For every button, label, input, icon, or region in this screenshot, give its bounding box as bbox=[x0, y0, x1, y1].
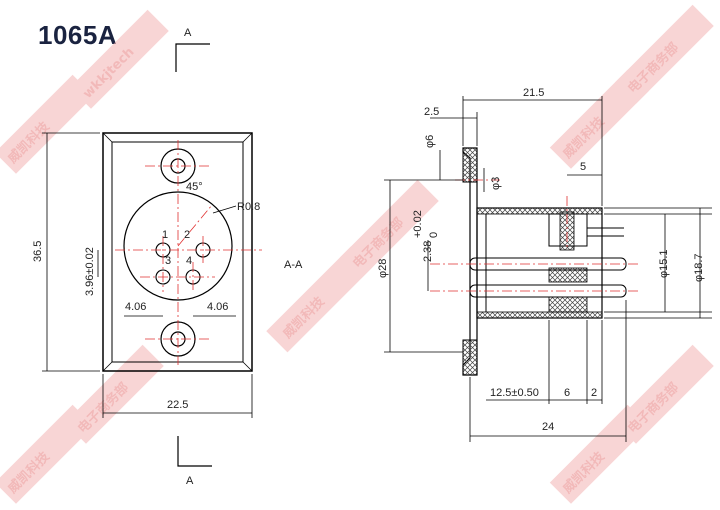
dim-len-2: 2 bbox=[591, 387, 597, 399]
dim-flange-thickness: 2.5 bbox=[424, 106, 439, 118]
dim-height bbox=[42, 132, 100, 372]
dim-pin-offset-label: 3.96±0.02 bbox=[84, 247, 96, 296]
model-title: 1065A bbox=[38, 20, 118, 50]
dim-small-dia: φ3 bbox=[490, 177, 502, 190]
dim-offset-5: 5 bbox=[580, 161, 586, 173]
side-view: 21.5 2.5 φ6 φ3 5 φ28 2.38 +0.02 0 φ15.1 … bbox=[377, 87, 712, 442]
pin-label-2: 2 bbox=[184, 229, 190, 241]
dim-len-24: 24 bbox=[542, 421, 554, 433]
connector-body-circle bbox=[123, 191, 233, 301]
dim-overall-length: 21.5 bbox=[523, 87, 544, 99]
pin-3 bbox=[155, 269, 171, 285]
dim-pin-spacing-left: 4.06 bbox=[125, 301, 146, 313]
pin-label-4: 4 bbox=[186, 255, 192, 267]
section-label-bottom: A bbox=[186, 475, 194, 487]
radius-label: R0.8 bbox=[237, 201, 260, 213]
insert-bottom bbox=[548, 296, 588, 313]
dim-tol-lower: 0 bbox=[428, 232, 440, 238]
front-view: 1 2 3 4 45° R0.8 36.5 3.96±0.02 4.06 4.0… bbox=[32, 132, 262, 418]
front-inner-frame bbox=[111, 141, 244, 363]
dim-pin-spacing-right: 4.06 bbox=[207, 301, 228, 313]
angle-label: 45° bbox=[186, 181, 203, 193]
front-outer-frame bbox=[102, 132, 253, 372]
dim-dia-18: φ18.7 bbox=[693, 253, 705, 282]
pin-label-3: 3 bbox=[165, 255, 171, 267]
section-mark-bottom bbox=[177, 436, 212, 467]
dim-outer-dia: φ28 bbox=[377, 259, 389, 278]
dim-tol-upper: +0.02 bbox=[412, 210, 424, 238]
dim-offset-tol: 2.38 bbox=[422, 241, 434, 262]
section-label-top: A bbox=[184, 27, 192, 39]
section-view-label: A-A bbox=[284, 259, 303, 271]
section-mark-top bbox=[175, 43, 210, 72]
dim-height-label: 36.5 bbox=[32, 241, 44, 262]
pin-label-1: 1 bbox=[162, 229, 168, 241]
insert-middle bbox=[548, 267, 588, 283]
watermark-group: 威凯科技 wkkjtech 威凯科技 电子商务部 威凯科技 电子商务部 威凯科技 bbox=[0, 4, 714, 504]
centerlines-front bbox=[115, 140, 262, 365]
dim-width-label: 22.5 bbox=[167, 399, 188, 411]
dim-hole-dia: φ6 bbox=[424, 135, 436, 148]
dim-width bbox=[102, 374, 253, 418]
dim-dia-15: φ15.1 bbox=[658, 249, 670, 278]
dim-len-6: 6 bbox=[564, 387, 570, 399]
dim-len-12: 12.5±0.50 bbox=[490, 387, 539, 399]
